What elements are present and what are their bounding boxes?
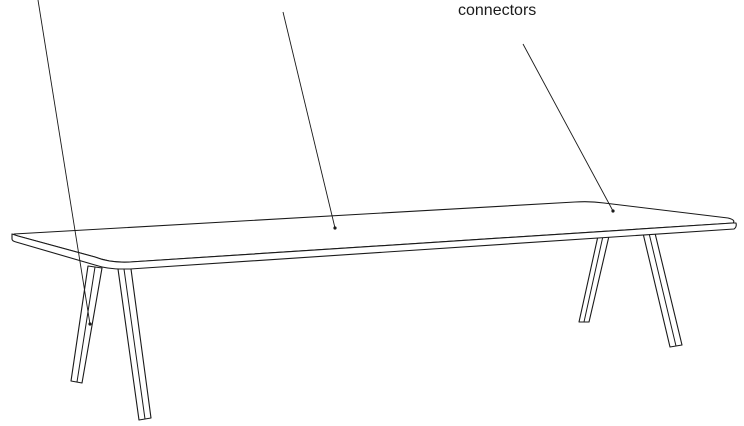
back-right-leg — [578, 228, 683, 348]
leader-dot-connectors — [611, 209, 615, 213]
table-top — [11, 201, 737, 270]
leader-line-legs — [37, 0, 91, 325]
front-left-leg — [70, 265, 152, 421]
leader-dot-tabletop — [333, 226, 337, 230]
leader-lines — [37, 0, 615, 326]
connectors-label: connectors — [458, 2, 537, 19]
leader-dot-legs — [88, 322, 92, 326]
leader-line-tabletop — [282, 11, 336, 229]
leader-line-connectors — [522, 43, 614, 212]
